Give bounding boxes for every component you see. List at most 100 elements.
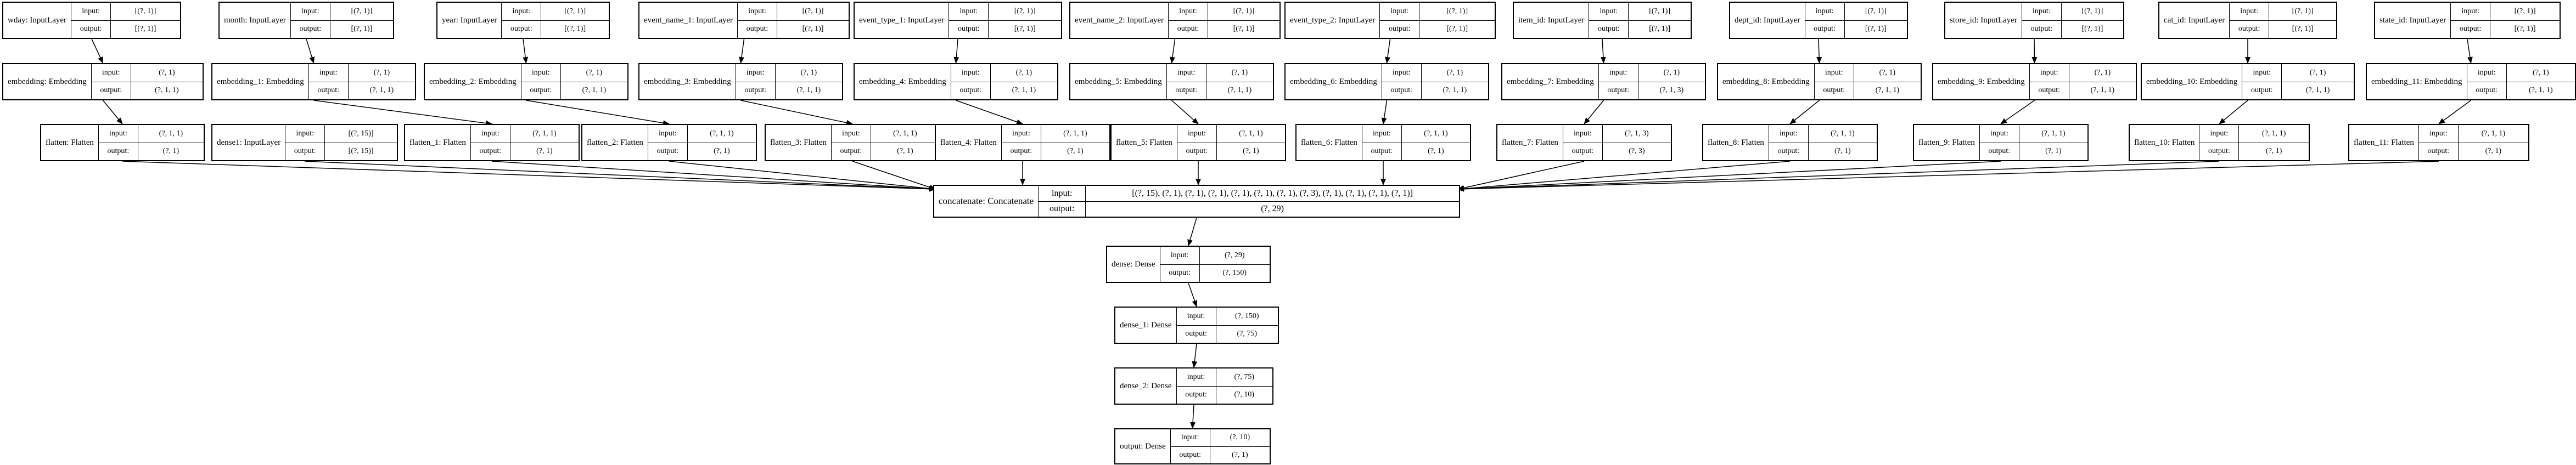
- layer-io-table: input:[(?, 1)]output:[(?, 1)]: [949, 3, 1061, 38]
- layer-input-row: input:(?, 1): [1167, 64, 1273, 82]
- layer-output-shape: (?, 1, 1): [369, 86, 394, 95]
- layer-output-row: output: (?, 1): [648, 142, 756, 160]
- layer-io-table: input:(?, 1, 1)output:(?, 1): [1177, 125, 1285, 160]
- layer-output-row: output:(?, 1): [98, 142, 204, 160]
- layer-output-label: output:: [648, 143, 688, 160]
- layer-output-label: output:: [285, 143, 325, 160]
- layer-input-label: input:: [92, 64, 131, 82]
- layer-input-label: input:: [736, 64, 776, 82]
- edge-store-id-to-embedding-9: [2031, 38, 2038, 64]
- layer-input-shape: [(?, 15)]: [348, 129, 374, 138]
- layer-io-table: input:[(?, 1)]output:[(?, 1)]: [2022, 3, 2123, 38]
- layer-input-shape: (?, 29): [1225, 251, 1245, 259]
- layer-input-label: input:: [1380, 3, 1420, 20]
- layer-io-table: input:(?, 10)output:(?, 1): [1170, 429, 1270, 463]
- layer-input-row: input:[(?, 1)]: [1805, 3, 1907, 20]
- layer-input-row: input:(?, 1): [309, 64, 415, 82]
- layer-input-label: input:: [1177, 308, 1216, 325]
- edge-flatten-2-to-concatenate: [669, 161, 936, 191]
- layer-input-row: input:[(?, 1)]: [949, 3, 1061, 20]
- edge-embedding-to-flatten: [102, 100, 123, 124]
- layer-input-label: input:: [2030, 64, 2069, 82]
- layer-input-shape: [(?, 1)]: [2081, 7, 2103, 15]
- layer-io-table: input:[(?, 1)]output:[(?, 1)]: [502, 3, 609, 38]
- layer-name: wday: InputLayer: [3, 3, 72, 38]
- layer-output-shape: [(?, 1)]: [2292, 25, 2314, 33]
- layer-output-shape: (?, 1, 1): [796, 86, 821, 95]
- layer-input-label: input:: [2467, 64, 2507, 82]
- layer-input-label: input:: [1002, 125, 1041, 143]
- layer-output-shape: (?, 1): [1232, 450, 1248, 459]
- layer-input-shape: (?, 1): [586, 68, 603, 77]
- layer-input-label: input:: [502, 3, 542, 20]
- layer-io-table: input:(?, 1)output:(?, 1, 1): [951, 64, 1057, 99]
- layer-input-label: input:: [2199, 125, 2240, 143]
- layer-input-label: input:: [1769, 125, 1809, 143]
- layer-output-shape: (?, 1, 1): [2529, 86, 2553, 95]
- layer-output-row: output:(?, 1, 1): [308, 81, 415, 99]
- layer-output-shape: [(?, 1)]: [564, 25, 586, 33]
- layer-output-row: output: (?, 1, 1): [736, 81, 842, 99]
- layer-output-shape: [(?, 1)]: [1446, 25, 1468, 33]
- layer-io-table: input:(?, 1, 1)output:(?, 1): [2199, 125, 2309, 160]
- layer-input-row: input:[(?, 1)]: [71, 3, 180, 20]
- layer-io-table: input:(?, 1, 1)output:(?, 1): [470, 125, 579, 160]
- layer-output-row: output:(?, 1): [1001, 142, 1109, 160]
- layer-output-row: output:(?, 1, 1): [521, 81, 627, 99]
- layer-name: flatten_7: Flatten: [1497, 125, 1563, 160]
- layer-input-label: input:: [1362, 125, 1402, 143]
- layer-input-row: input:(?, 1, 1): [832, 125, 939, 143]
- layer-output-label: output:: [71, 20, 111, 38]
- layer-input-shape: [(?, 1)]: [1014, 7, 1036, 15]
- layer-input-row: input:[(?, 1)]: [502, 3, 609, 20]
- layer-name: flatten_1: Flatten: [405, 125, 471, 160]
- edge-state-id-to-embedding-11: [2467, 38, 2473, 64]
- layer-output-shape: (?, 1): [2045, 147, 2062, 156]
- layer-io-table: input:(?, 1, 1)output:(?, 1): [1362, 125, 1470, 160]
- layer-name: event_name_2: InputLayer: [1070, 3, 1169, 38]
- edge-month-to-embedding-1: [306, 38, 315, 64]
- layer-name: flatten_4: Flatten: [936, 125, 1002, 160]
- layer-output-shape: (?, 1): [1243, 147, 1259, 156]
- layer-io-table: input:(?, 1, 1)output:(?, 1): [1979, 125, 2087, 160]
- layer-output-row: output:[(?, 1)]: [2451, 20, 2560, 38]
- layer-input-label: input:: [1805, 3, 1845, 20]
- layer-input-row: input:(?, 1): [521, 64, 627, 82]
- layer-output-shape: [(?, 1)]: [1014, 25, 1036, 33]
- layer-output-row: output:(?, 1, 1): [2029, 81, 2136, 99]
- layer-name: dept_id: InputLayer: [1730, 3, 1805, 38]
- layer-input-row: input:[(?, 15), (?, 1), (?, 1), (?, 1), …: [1039, 186, 1459, 201]
- layer-output-shape: (?, 1): [714, 147, 730, 156]
- layer-output-shape: (?, 1, 1): [2090, 86, 2115, 95]
- layer-io-table: input:[(?, 15)]output:[(?, 15)]: [285, 125, 397, 160]
- layer-output-label: output:: [1563, 143, 1603, 160]
- layer-name: embedding_6: Embedding: [1286, 64, 1382, 99]
- layer-input-shape: (?, 10): [1230, 433, 1250, 442]
- layer-output-label: output:: [2419, 143, 2459, 160]
- edge-embedding-3-to-flatten-3: [740, 100, 853, 126]
- edge-dense-2-to-output: [1190, 404, 1196, 429]
- layer-output-shape: (?, 29): [1261, 204, 1284, 214]
- layer-name: month: InputLayer: [220, 3, 291, 38]
- layer-input-row: input:(?, 1): [2242, 64, 2354, 82]
- layer-name: embedding_5: Embedding: [1070, 64, 1167, 99]
- layer-io-table: input:(?, 1)output:(?, 1, 1): [2242, 64, 2354, 99]
- layer-output-row: output:(?, 1, 1): [91, 81, 203, 99]
- layer-output-label: output:: [738, 20, 778, 38]
- layer-input-label: input:: [1167, 64, 1206, 82]
- layer-io-table: input:(?, 1)output:(?, 1, 3): [1598, 64, 1705, 99]
- layer-input-row: input:[(?, 1)]: [1589, 3, 1691, 20]
- layer-output-label: output:: [736, 82, 776, 99]
